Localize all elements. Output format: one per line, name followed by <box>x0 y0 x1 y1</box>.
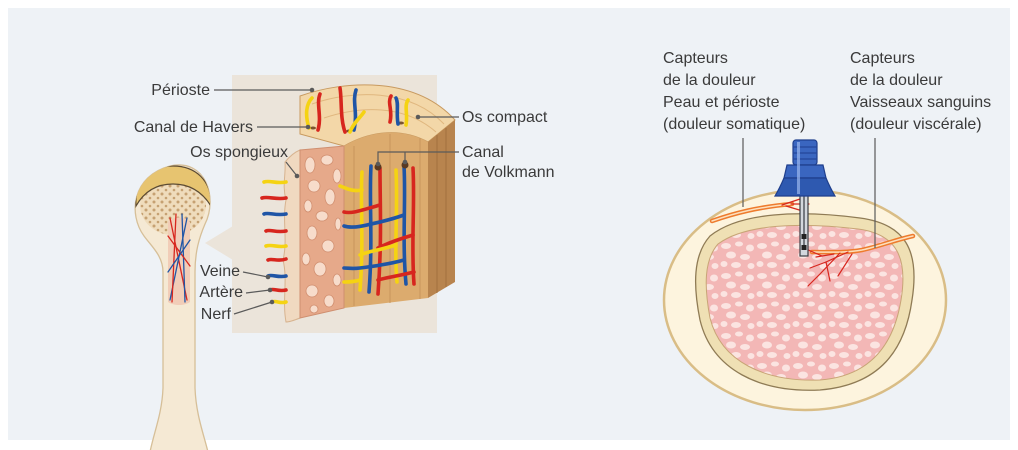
trabecular-hole <box>333 169 341 183</box>
label-compact-bone: Os compact <box>462 109 548 126</box>
volkmann-vein <box>404 166 406 284</box>
label-haversian-canal: Canal de Havers <box>134 119 253 136</box>
trabecular-hole <box>307 226 317 240</box>
top-nerve <box>406 100 408 125</box>
needle-tip-mark <box>802 245 807 250</box>
visceral-label-line2: de la douleur <box>850 72 943 89</box>
leader-volkmann-canal-dot <box>403 160 408 165</box>
trabecular-hole <box>325 189 335 205</box>
somatic-label-line1: Capteurs <box>663 50 728 67</box>
leader-volkmann-canal-dot <box>376 162 381 167</box>
somatic-label-line4: (douleur somatique) <box>663 116 805 133</box>
label-vein: Veine <box>200 263 240 280</box>
leader-compact-bone-dot <box>416 115 421 120</box>
leader-spongy-bone-dot <box>295 174 300 179</box>
needle-hub-highlight <box>797 142 800 194</box>
trabecular-hole <box>324 295 334 307</box>
leader-artery-dot <box>268 288 273 293</box>
trabecular-hole <box>302 253 310 265</box>
visceral-label-line3: Vaisseaux sanguins <box>850 94 991 111</box>
label-volkmann-canal-line1: Canal <box>462 144 504 161</box>
periosteal-artery <box>262 197 286 198</box>
trabecular-hole <box>308 180 320 192</box>
branch-nerve <box>344 280 360 282</box>
trabecular-hole <box>314 262 326 276</box>
leader-haversian-canal-dot <box>306 125 311 130</box>
periosteal-artery <box>270 289 286 290</box>
visceral-label-line4: (douleur viscérale) <box>850 116 982 133</box>
needle-hub-collar <box>784 165 826 178</box>
somatic-label-line2: de la douleur <box>663 72 756 89</box>
label-spongy-bone: Os spongieux <box>190 144 288 161</box>
trabecular-hole <box>306 285 318 297</box>
periosteal-nerve <box>266 245 286 246</box>
needle-tip-mark <box>802 234 807 239</box>
label-nerve: Nerf <box>201 306 232 323</box>
periosteal-vein <box>264 213 286 214</box>
somatic-label-line3: Peau et périoste <box>663 94 780 111</box>
trabecular-hole <box>335 218 341 230</box>
volkmann-nerve <box>396 170 397 282</box>
leader-periosteum-dot <box>310 88 315 93</box>
leader-nerve-dot <box>270 300 275 305</box>
trabecular-hole <box>322 240 334 252</box>
periosteal-vein <box>268 275 286 276</box>
compact-bone-outer-face <box>428 120 455 298</box>
haversian-canal-opening <box>310 127 316 130</box>
trabecular-hole <box>304 200 312 212</box>
top-artery <box>318 94 320 130</box>
trabecular-hole <box>310 305 318 313</box>
label-periosteum: Périoste <box>151 82 210 99</box>
top-artery <box>390 96 391 122</box>
label-volkmann-canal-line2: de Volkmann <box>462 164 555 181</box>
top-vein <box>396 98 398 124</box>
trabecular-hole <box>321 155 333 165</box>
periosteal-artery <box>268 259 286 260</box>
periosteal-nerve <box>264 181 286 182</box>
volkmann-artery <box>413 168 414 284</box>
label-artery: Artère <box>199 284 243 301</box>
haversian-vein <box>369 166 371 292</box>
visceral-label-line1: Capteurs <box>850 50 915 67</box>
leader-vein-dot <box>266 275 271 280</box>
periosteal-artery <box>266 230 286 231</box>
trabecular-hole <box>333 274 341 286</box>
trabecular-hole <box>316 211 328 221</box>
trabecular-hole <box>305 157 315 173</box>
needle-hub-base <box>775 178 835 196</box>
